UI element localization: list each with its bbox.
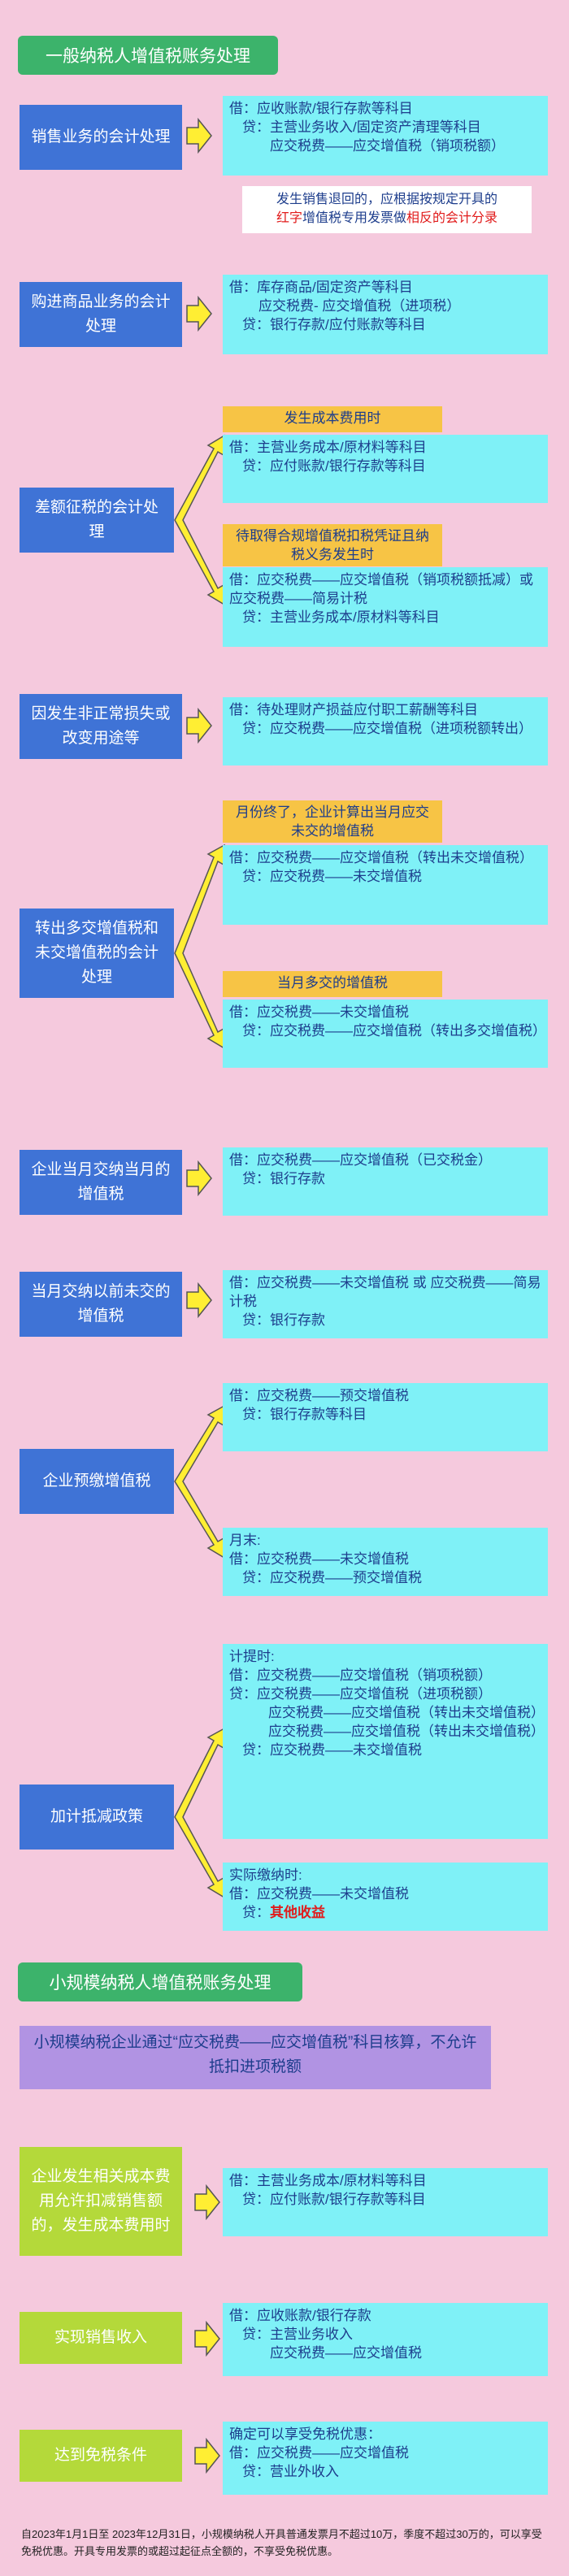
arrow-icon [194,2439,220,2473]
entry-line: 借：待处理财产损益应付职工薪酬等科目 [229,702,478,718]
label-purchase-accounting: 购进商品业务的会计处理 [20,282,182,347]
tag-tax-obligation: 待取得合规增值税扣税凭证且纳税义务发生时 [223,524,442,566]
content-sales-revenue: 借：应收账款/银行存款 贷：主营业务收入 应交税费——应交增值税 [223,2303,548,2376]
entry-line: 借：应交税费——未交增值税 [229,1551,409,1567]
entry-line: 借：应交税费——应交增值税 [229,2445,409,2461]
arrow-icon [186,297,212,331]
content-purchase-accounting: 借：库存商品/固定资产等科目 应交税费- 应交增值税（进项税） 贷：银行存款/应… [223,275,548,354]
label-deduct-sales: 企业发生相关成本费用允许扣减销售额的，发生成本费用时 [20,2147,182,2256]
content-tax-obligation: 借：应交税费——应交增值税（销项税额抵减）或应交税费——简易计税 贷：主营业务成… [223,567,548,647]
entry-line: 贷：应交税费——预交增值税 [242,1570,422,1585]
entry-line: 应交税费——应交增值税（转出未交增值税） [268,1724,545,1739]
entry-line: 借：应交税费——应交增值税（已交税金） [229,1152,492,1168]
content-deduct-sales: 借：主营业务成本/原材料等科目 贷：应付账款/银行存款等科目 [223,2168,548,2236]
arrow-icon [186,709,212,743]
arrow-icon [194,2322,220,2356]
entry-line: 确定可以享受免税优惠： [229,2426,381,2442]
tag-cost-incurred: 发生成本费用时 [223,406,442,432]
section-title-general: 一般纳税人增值税账务处理 [18,36,278,75]
label-tax-exempt: 达到免税条件 [20,2430,182,2482]
entry-line: 应交税费——应交增值税 [270,2345,422,2361]
entry-line: 贷：银行存款/应付账款等科目 [242,317,426,332]
content-actual-payment: 实际缴纳时: 借：应交税费——未交增值税 贷：其他收益 [223,1863,548,1931]
entry-line: 借：应交税费——应交增值税（销项税额抵减）或应交税费——简易计税 [229,572,533,606]
content-month-end: 借：应交税费——应交增值税（转出未交增值税） 贷：应交税费——未交增值税 [223,845,548,925]
entry-line: 贷：主营业务收入/固定资产清理等科目 [242,119,481,135]
entry-line: 贷：营业外收入 [242,2464,339,2479]
note-red-text: 相反的会计分录 [406,211,498,225]
entry-line: 贷：其他收益 [229,1903,541,1922]
intro-small-taxpayer: 小规模纳税企业通过“应交税费——应交增值税”科目核算，不允许抵扣进项税额 [20,2026,491,2089]
other-income-text: 其他收益 [270,1905,325,1920]
fork-arrow-icon [174,434,225,1899]
content-prepay: 借：应交税费——预交增值税 贷：银行存款等科目 [223,1383,548,1451]
label-abnormal-loss: 因发生非正常损失或改变用途等 [20,694,182,759]
entry-line: 借：应交税费——应交增值税（转出未交增值税） [229,850,533,865]
content-overpaid: 借：应交税费——未交增值税 贷：应交税费——应交增值税（转出多交增值税） [223,1000,548,1068]
content-pay-previous: 借：应交税费——未交增值税 或 应交税费——简易计税 贷：银行存款 [223,1270,548,1338]
entry-line: 借：应收账款/银行存款等科目 [229,101,413,116]
entry-line: 借：主营业务成本/原材料等科目 [229,440,427,455]
arrow-icon [186,1161,212,1195]
entry-line: 应交税费- 应交增值税（进项税） [258,298,461,314]
label-transfer-overpaid: 转出多交增值税和未交增值税的会计处理 [20,909,174,998]
label-pay-current: 企业当月交纳当月的增值税 [20,1150,182,1215]
entry-line: 贷：应交税费——未交增值税 [242,869,422,884]
footnote-exemption: 自2023年1月1日至 2023年12月31日，小规模纳税人开具普通发票月不超过… [21,2528,542,2557]
entry-line: 贷：银行存款 [242,1312,325,1328]
entry-line: 贷：应交税费——应交增值税（转出多交增值税） [242,1023,546,1039]
content-prepay-month-end: 月末: 借：应交税费——未交增值税 贷：应交税费——预交增值税 [223,1528,548,1596]
entry-line: 借：应收账款/银行存款 [229,2308,371,2323]
arrow-icon [186,1283,212,1317]
entry-line: 贷：应交税费——应交增值税（进项税额） [229,1686,492,1702]
note-sales-return: 发生销售退回的，应根据按规定开具的 红字增值税专用发票做相反的会计分录 [242,186,532,233]
content-abnormal-loss: 借：待处理财产损益应付职工薪酬等科目 贷：应交税费——应交增值税（进项税额转出） [223,697,548,765]
content-accrual: 计提时: 借：应交税费——应交增值税（销项税额） 贷：应交税费——应交增值税（进… [223,1644,548,1839]
entry-line: 借：应交税费——应交增值税（销项税额） [229,1667,492,1683]
entry-line: 借：应交税费——未交增值税 [229,1004,409,1020]
entry-line: 贷：主营业务收入 [242,2327,353,2342]
tag-overpaid: 当月多交的增值税 [223,971,442,997]
content-sales-accounting: 借：应收账款/银行存款等科目 贷：主营业务收入/固定资产清理等科目 应交税费——… [223,96,548,176]
label-differential-tax: 差额征税的会计处理 [20,488,174,553]
entry-line: 应交税费——应交增值税（转出未交增值税） [268,1705,545,1720]
entry-heading: 实际缴纳时: [229,1867,302,1883]
label-pay-previous: 当月交纳以前未交的增值税 [20,1272,182,1337]
entry-line: 借：应交税费——未交增值税 或 应交税费——简易计税 [229,1275,541,1309]
entry-line: 借：应交税费——未交增值税 [229,1886,409,1902]
entry-line: 应交税费——应交增值税（销项税额） [270,138,505,154]
note-line: 红字增值税专用发票做相反的会计分录 [250,209,523,228]
entry-line: 贷：应交税费——应交增值税（进项税额转出） [242,721,532,736]
note-text: 增值税专用发票做 [302,211,406,225]
label-prepay: 企业预缴增值税 [20,1449,174,1514]
entry-line: 贷：主营业务成本/原材料等科目 [242,609,440,625]
entry-line: 借：库存商品/固定资产等科目 [229,280,413,295]
arrow-icon [194,2185,220,2219]
note-line: 发生销售退回的，应根据按规定开具的 [276,193,497,206]
label-sales-accounting: 销售业务的会计处理 [20,105,182,170]
entry-line: 贷：银行存款等科目 [242,1407,367,1422]
entry-line: 贷：应付账款/银行存款等科目 [242,2192,426,2207]
entry-line: 借：主营业务成本/原材料等科目 [229,2173,427,2188]
content-cost-incurred: 借：主营业务成本/原材料等科目 贷：应付账款/银行存款等科目 [223,435,548,503]
credit-prefix: 贷： [242,1905,270,1920]
content-tax-exempt: 确定可以享受免税优惠： 借：应交税费——应交增值税 贷：营业外收入 [223,2422,548,2495]
entry-line: 贷：应交税费——未交增值税 [242,1742,422,1758]
note-red-text: 红字 [276,211,302,225]
entry-line: 贷：应付账款/银行存款等科目 [242,458,426,474]
label-additional-deduction: 加计抵减政策 [20,1785,174,1850]
entry-line: 借：应交税费——预交增值税 [229,1388,409,1403]
content-pay-current: 借：应交税费——应交增值税（已交税金） 贷：银行存款 [223,1147,548,1216]
entry-line: 贷：银行存款 [242,1171,325,1186]
arrow-icon [186,119,212,153]
entry-heading: 计提时: [229,1649,275,1664]
label-sales-revenue: 实现销售收入 [20,2312,182,2364]
entry-heading: 月末: [229,1533,261,1548]
section-title-small: 小规模纳税人增值税账务处理 [18,1962,302,2001]
tag-month-end: 月份终了，企业计算出当月应交未交的增值税 [223,800,442,843]
